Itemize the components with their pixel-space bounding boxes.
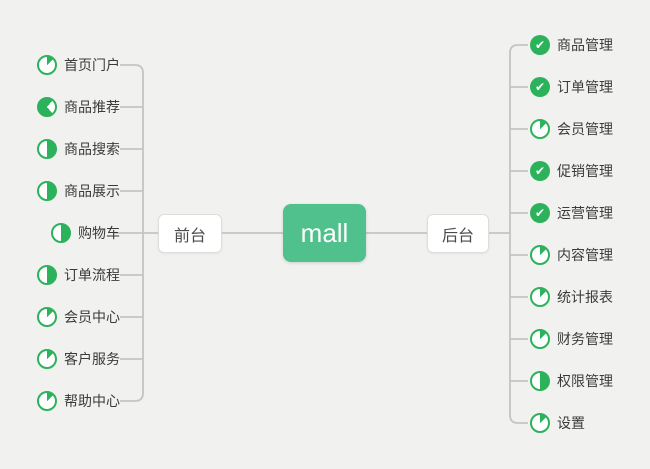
left-item-customer-service[interactable]: 客户服务 — [37, 346, 120, 372]
right-item-permission-mgmt[interactable]: 权限管理 — [530, 368, 613, 394]
right-item-product-mgmt[interactable]: 商品管理 — [530, 32, 613, 58]
left-item-shopping-cart[interactable]: 购物车 — [51, 220, 120, 246]
right-item-order-mgmt[interactable]: 订单管理 — [530, 74, 613, 100]
right-item-finance-mgmt[interactable]: 财务管理 — [530, 326, 613, 352]
item-label: 统计报表 — [557, 289, 613, 305]
left-item-product-search[interactable]: 商品搜索 — [37, 136, 120, 162]
right-item-statistics-report[interactable]: 统计报表 — [530, 284, 613, 310]
item-label: 购物车 — [78, 225, 120, 241]
right-item-member-mgmt[interactable]: 会员管理 — [530, 116, 613, 142]
item-label: 帮助中心 — [64, 393, 120, 409]
item-label: 客户服务 — [64, 351, 120, 367]
item-label: 内容管理 — [557, 247, 613, 263]
item-label: 商品搜索 — [64, 141, 120, 157]
left-item-home-portal[interactable]: 首页门户 — [37, 52, 120, 78]
item-label: 财务管理 — [557, 331, 613, 347]
left-item-order-flow[interactable]: 订单流程 — [37, 262, 120, 288]
left-item-product-recommend[interactable]: 商品推荐 — [37, 94, 120, 120]
progress-pie-icon — [37, 139, 57, 159]
item-label: 商品管理 — [557, 37, 613, 53]
right-item-settings[interactable]: 设置 — [530, 410, 585, 436]
item-label: 订单管理 — [557, 79, 613, 95]
right-item-content-mgmt[interactable]: 内容管理 — [530, 242, 613, 268]
branch-node-backend[interactable]: 后台 — [427, 214, 489, 253]
item-label: 会员中心 — [64, 309, 120, 325]
item-label: 商品展示 — [64, 183, 120, 199]
progress-pie-icon — [530, 371, 550, 391]
progress-pie-icon — [37, 55, 57, 75]
item-label: 会员管理 — [557, 121, 613, 137]
progress-pie-icon — [37, 181, 57, 201]
check-icon — [530, 203, 550, 223]
check-icon — [530, 77, 550, 97]
progress-pie-icon — [530, 119, 550, 139]
left-item-product-display[interactable]: 商品展示 — [37, 178, 120, 204]
progress-pie-icon — [37, 391, 57, 411]
progress-pie-icon — [51, 223, 71, 243]
progress-pie-icon — [37, 97, 57, 117]
progress-pie-icon — [530, 287, 550, 307]
root-node-mall[interactable]: mall — [283, 204, 366, 262]
right-item-operation-mgmt[interactable]: 运营管理 — [530, 200, 613, 226]
item-label: 首页门户 — [64, 57, 120, 73]
check-icon — [530, 161, 550, 181]
progress-pie-icon — [530, 413, 550, 433]
item-label: 设置 — [557, 415, 585, 431]
check-icon — [530, 35, 550, 55]
right-item-promotion-mgmt[interactable]: 促销管理 — [530, 158, 613, 184]
left-item-help-center[interactable]: 帮助中心 — [37, 388, 120, 414]
progress-pie-icon — [37, 349, 57, 369]
item-label: 权限管理 — [557, 373, 613, 389]
progress-pie-icon — [530, 329, 550, 349]
item-label: 促销管理 — [557, 163, 613, 179]
item-label: 运营管理 — [557, 205, 613, 221]
item-label: 商品推荐 — [64, 99, 120, 115]
item-label: 订单流程 — [64, 267, 120, 283]
progress-pie-icon — [530, 245, 550, 265]
left-item-member-center[interactable]: 会员中心 — [37, 304, 120, 330]
progress-pie-icon — [37, 307, 57, 327]
progress-pie-icon — [37, 265, 57, 285]
branch-node-frontend[interactable]: 前台 — [158, 214, 222, 253]
